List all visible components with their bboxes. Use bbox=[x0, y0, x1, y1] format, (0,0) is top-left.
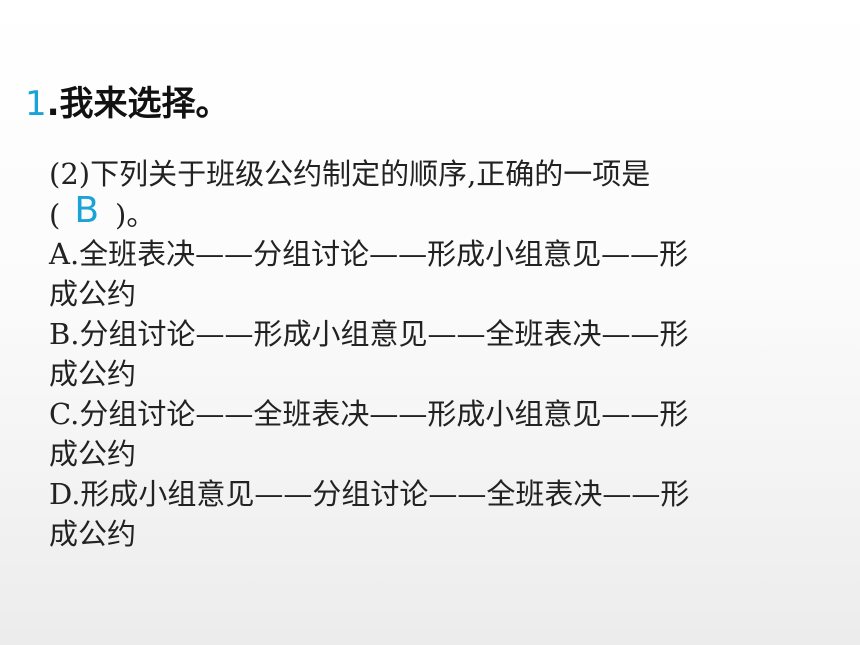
option-c-line2: 成公约 bbox=[49, 437, 137, 471]
option-a-line2: 成公约 bbox=[49, 277, 137, 311]
option-a-line1: A.全班表决——分组讨论——形成小组意见——形 bbox=[49, 237, 689, 271]
option-b-line2: 成公约 bbox=[49, 357, 137, 391]
blank-close-paren: )。 bbox=[115, 198, 156, 232]
option-d-line2: 成公约 bbox=[49, 517, 137, 551]
answer-blank: ( B )。 bbox=[49, 190, 809, 234]
option-c-line1: C.分组讨论——全班表决——形成小组意见——形 bbox=[49, 397, 689, 431]
question-block: (2)下列关于班级公约制定的顺序,正确的一项是 ( B )。 A.全班表决——分组讨… bbox=[49, 154, 809, 554]
section-number: 1 bbox=[25, 84, 47, 124]
question-stem: (2)下列关于班级公约制定的顺序,正确的一项是 bbox=[49, 157, 651, 191]
section-heading: 1.我来选择。 bbox=[25, 82, 230, 126]
option-b-line1: B.分组讨论——形成小组意见——全班表决——形 bbox=[49, 317, 689, 351]
blank-open-paren: ( bbox=[49, 198, 61, 232]
section-title: .我来选择。 bbox=[46, 84, 230, 124]
answer-letter: B bbox=[74, 190, 100, 231]
option-d-line1: D.形成小组意见——分组讨论——全班表决——形 bbox=[49, 477, 690, 511]
